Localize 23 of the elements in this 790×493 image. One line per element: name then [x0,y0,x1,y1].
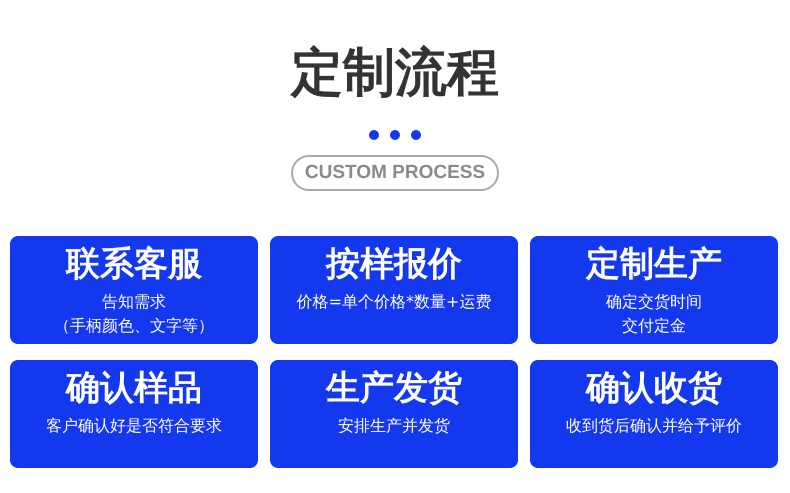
step-card [270,236,518,344]
step-heading: 确认收货 [584,367,723,410]
step-heading: 生产发货 [324,367,463,410]
step-description: 告知需求 [101,291,167,313]
step-description: 价格=单个价格*数量+运费 [296,291,492,313]
step-description: 安排生产并发货 [337,415,451,437]
page-title: 定制流程 [289,42,500,105]
step-card [530,236,778,344]
step-card [10,236,258,344]
subtitle-text: CUSTOM PROCESS [304,162,486,184]
step-card [270,360,518,468]
step-description: （手柄颜色、文字等） [53,315,215,337]
subtitle-pill [291,155,499,191]
step-description: 交付定金 [621,315,687,337]
step-heading: 联系客服 [64,243,203,286]
step-card [10,360,258,468]
step-heading: 定制生产 [584,243,723,286]
step-heading: 确认样品 [64,367,203,410]
step-description: 确定交货时间 [605,291,703,313]
step-heading: 按样报价 [324,243,463,286]
step-description: 收到货后确认并给予评价 [565,415,743,437]
step-description: 客户确认好是否符合要求 [45,415,223,437]
step-card [530,360,778,468]
